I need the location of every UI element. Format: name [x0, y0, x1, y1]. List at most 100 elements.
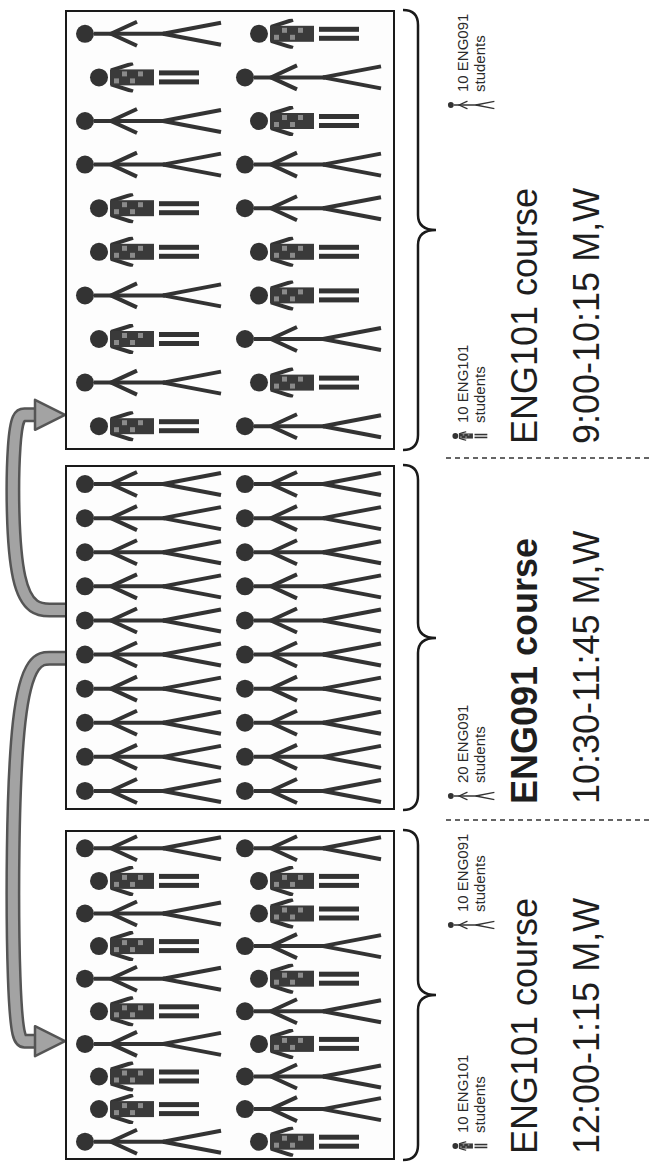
eng091-student-figure: [76, 506, 221, 530]
eng091-student-figure: [236, 608, 381, 632]
student-count-row: 20 ENG091 students: [445, 465, 497, 804]
student-count-label: 10 ENG091 students: [454, 830, 489, 912]
dashed-separator: [446, 457, 652, 459]
eng091-student-figure: [236, 745, 381, 769]
eng091-student-figure: [236, 1097, 381, 1121]
eng091-student-figure: [236, 153, 381, 177]
student-count-group: 10 ENG101 students: [447, 1051, 495, 1154]
eng101-student-figure: [250, 369, 359, 397]
eng101-student-figure: [90, 867, 199, 895]
section-text-area: 10 ENG101 students 10 ENG091 students ENG1…: [445, 10, 606, 444]
eng091-student-figure: [236, 574, 381, 598]
eng101-student-figure: [250, 238, 359, 266]
eng101-student-figure: [90, 63, 199, 91]
eng091-student-figure: [76, 677, 221, 701]
student-count-label: 10 ENG101 students: [454, 341, 489, 423]
student-icon: [447, 917, 495, 933]
eng091-student-figure: [76, 745, 221, 769]
eng091-student-figure: [76, 608, 221, 632]
student-crowd: [67, 467, 393, 808]
eng091-student-figure: [76, 540, 221, 564]
eng101-student-figure: [250, 1128, 359, 1156]
eng101-student-figure: [90, 1063, 199, 1091]
student-count-group: 20 ENG091 students: [447, 701, 495, 804]
class-section: 20 ENG091 students ENG091 course 10:30-11:…: [65, 465, 657, 810]
eng091-student-figure: [76, 472, 221, 496]
student-icon: [447, 428, 495, 444]
student-icon: [447, 788, 495, 804]
eng091-student-figure: [76, 283, 221, 307]
eng091-student-figure: [76, 153, 221, 177]
student-count-label: 10 ENG101 students: [454, 1051, 489, 1133]
dashed-separator: [446, 458, 652, 820]
eng101-student-figure: [250, 900, 359, 928]
eng101-student-figure: [90, 325, 199, 353]
curly-brace: [403, 10, 436, 1160]
eng091-student-figure: [76, 109, 221, 133]
eng101-student-figure: [250, 20, 359, 48]
classroom-box: [65, 830, 395, 1160]
student-icon: [448, 792, 494, 800]
eng091-student-figure: [76, 643, 221, 667]
eng101-student-figure: [90, 1095, 199, 1123]
eng091-student-figure: [236, 540, 381, 564]
eng101-student-figure: [250, 867, 359, 895]
curved-arrow: [13, 658, 65, 1041]
student-count-label: 10 ENG091 students: [454, 10, 489, 92]
student-crowd: [67, 12, 393, 448]
eng091-student-figure: [236, 677, 381, 701]
dashed-separator: [446, 819, 652, 821]
course-name: ENG091 course: [505, 465, 545, 804]
eng091-student-figure: [236, 934, 381, 958]
arrow-outline: [13, 658, 65, 1041]
eng091-student-figure: [76, 836, 221, 860]
eng101-student-figure: [90, 238, 199, 266]
eng091-student-figure: [236, 711, 381, 735]
student-count-row: 10 ENG101 students 10 ENG091 students: [445, 10, 497, 444]
eng091-student-figure: [76, 22, 221, 46]
eng101-student-figure: [90, 932, 199, 960]
student-icon: [448, 101, 494, 109]
eng101-student-figure: [250, 1030, 359, 1058]
eng091-student-figure: [76, 1130, 221, 1154]
arrow-body: [13, 658, 65, 1041]
course-name: ENG101 course: [505, 10, 545, 444]
student-icon: [447, 1138, 495, 1154]
eng091-student-figure: [76, 902, 221, 926]
section-text-area: 10 ENG101 students10 ENG091 studentsENG1…: [445, 830, 606, 1154]
eng091-student-figure: [236, 414, 381, 438]
eng091-student-figure: [236, 1065, 381, 1089]
curly-brace: [403, 10, 436, 450]
eng091-student-figure: [76, 711, 221, 735]
curved-arrow: [13, 415, 65, 610]
student-icon: [447, 97, 495, 113]
arrow-outline: [13, 415, 65, 610]
eng101-student-figure: [250, 107, 359, 135]
meeting-time: 9:00-10:15 M,W: [567, 10, 607, 444]
student-crowd: [67, 832, 393, 1158]
eng091-student-figure: [236, 472, 381, 496]
class-section: 10 ENG101 students10 ENG091 studentsENG1…: [65, 830, 657, 1160]
curly-brace: [403, 830, 436, 1160]
classroom-box: [65, 465, 395, 810]
eng091-student-figure: [76, 967, 221, 991]
eng091-student-figure: [76, 574, 221, 598]
class-section: 10 ENG101 students 10 ENG091 students ENG1…: [65, 10, 657, 450]
eng091-student-figure: [236, 327, 381, 351]
curly-brace: [403, 465, 436, 810]
eng101-student-figure: [90, 194, 199, 222]
eng091-student-figure: [236, 999, 381, 1023]
eng091-student-figure: [76, 371, 221, 395]
eng101-student-figure: [250, 281, 359, 309]
eng091-student-figure: [236, 779, 381, 803]
eng101-student-figure: [90, 412, 199, 440]
section-text-area: 20 ENG091 students ENG091 course 10:30-11:…: [445, 465, 606, 804]
eng091-student-figure: [236, 65, 381, 89]
student-icon: [452, 432, 487, 441]
eng091-student-figure: [236, 643, 381, 667]
student-count-label: 20 ENG091 students: [454, 701, 489, 783]
classroom-box: [65, 10, 395, 450]
meeting-time: 10:30-11:45 M,W: [567, 465, 607, 804]
